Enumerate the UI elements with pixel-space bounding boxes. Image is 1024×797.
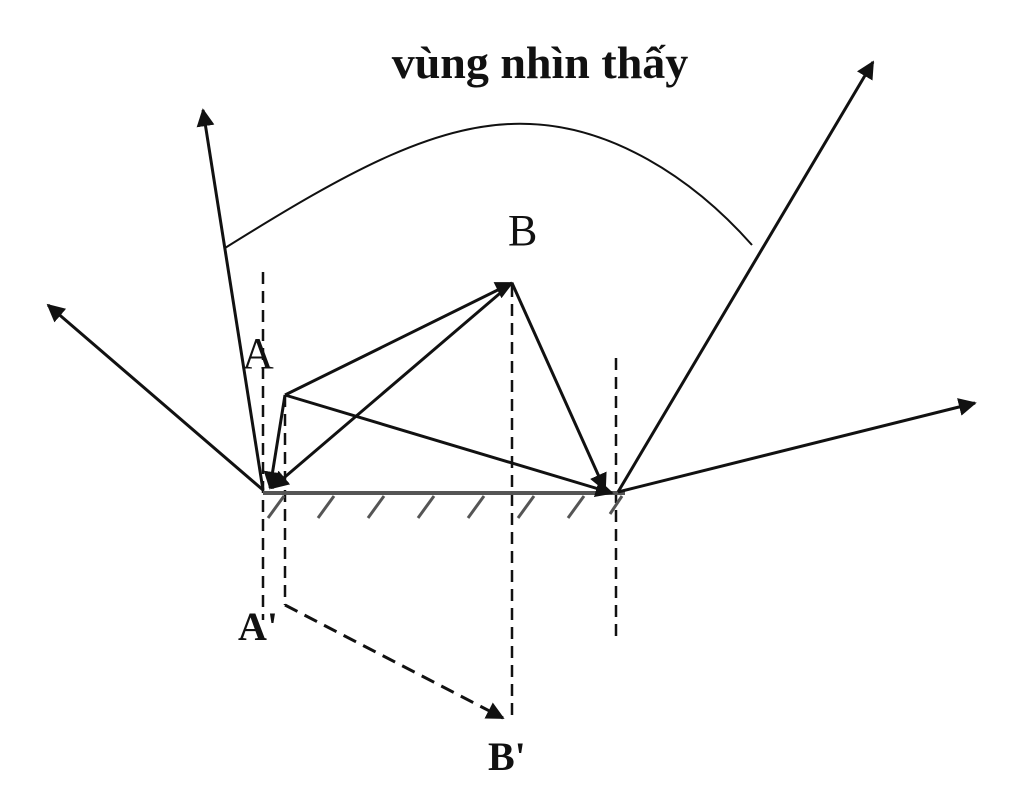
label-image-b: B' (488, 734, 526, 779)
label-point-a: A (242, 329, 274, 378)
plane-mirror (263, 491, 625, 519)
reflected-ray-right-outer (617, 398, 977, 494)
incident-ray-a-left (263, 394, 287, 490)
reflected-ray-left-inner (196, 108, 265, 491)
incident-ray-b-left (270, 281, 513, 490)
object-arrow-ab (284, 281, 514, 397)
reflected-ray-left-outer (46, 303, 264, 492)
incident-ray-a-right (284, 393, 614, 497)
label-point-b: B (508, 206, 537, 255)
diagram-title: vùng nhìn thấy (392, 37, 689, 88)
image-arrow-a-prime-b-prime (284, 603, 505, 720)
reflected-ray-right-inner (616, 60, 875, 493)
label-image-a: A' (238, 604, 278, 649)
visible-region-arc (224, 122, 753, 249)
incident-ray-b-right (510, 282, 607, 492)
